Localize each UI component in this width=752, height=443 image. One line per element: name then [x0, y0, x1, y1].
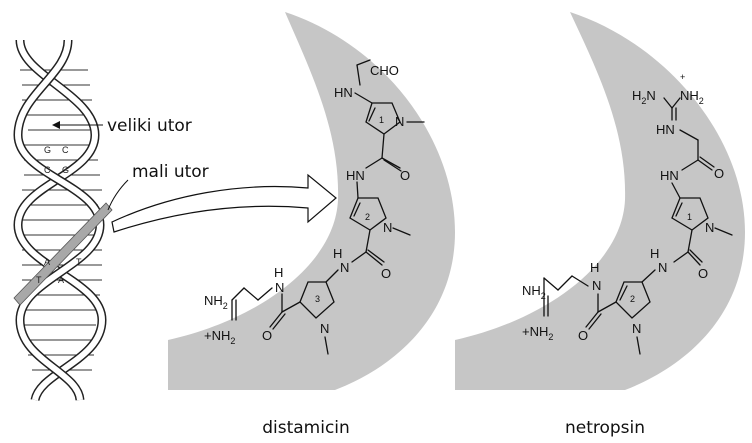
netr-o3: O [578, 328, 588, 343]
dist-n-amide: N [275, 280, 284, 295]
bp-t2: T [36, 275, 42, 285]
netr-nh2-a: NH2 [522, 283, 546, 301]
dist-hn2: HN [346, 168, 365, 183]
netr-h-amide: H [590, 260, 599, 275]
major-groove-arrowhead [52, 121, 60, 129]
bp-c2: C [44, 165, 51, 175]
dist-hn-top: HN [334, 85, 353, 100]
netr-n3: N [658, 260, 667, 275]
dist-o1: O [400, 168, 410, 183]
dist-nh2-b: +NH2 [204, 328, 235, 346]
netr-o1: O [714, 166, 724, 181]
netr-o2: O [698, 266, 708, 281]
netr-n-amide: N [592, 278, 601, 293]
dist-h-amide: H [274, 265, 283, 280]
distamycin-groove-band [168, 12, 455, 390]
netr-n1: N [705, 220, 714, 235]
dist-ring2: 2 [365, 212, 370, 222]
dist-o2: O [381, 266, 391, 281]
netr-ring1: 1 [687, 212, 692, 222]
base-pair-labels: G C C G A T T A [36, 145, 82, 285]
dist-cho: CHO [370, 63, 399, 78]
major-groove-label: veliki utor [107, 116, 192, 136]
netr-hn2: HN [660, 168, 679, 183]
dist-nh2-a: NH2 [204, 293, 228, 311]
netr-h3: H [650, 246, 659, 261]
dna-helix: G C C G A T T A [13, 39, 113, 402]
distamycin-structure: CHO HN N 1 O HN N 2 O H N 3 N [204, 59, 425, 355]
minor-groove-pointer [107, 179, 129, 211]
dist-n3: N [340, 260, 349, 275]
minor-groove-label: mali utor [132, 162, 209, 182]
caption-netropsin: netropsin [565, 418, 645, 438]
dist-h3: H [333, 246, 342, 261]
dist-n1: N [395, 114, 404, 129]
dna-minor-groove-highlight [13, 202, 113, 306]
bp-a: A [44, 257, 50, 267]
bp-g2: G [62, 165, 69, 175]
dist-n3m: N [320, 321, 329, 336]
dist-n2: N [383, 220, 392, 235]
bp-g: G [44, 145, 51, 155]
caption-distamicin: distamicin [262, 418, 350, 438]
bp-t: T [76, 257, 82, 267]
bp-a2: A [58, 275, 64, 285]
netr-plus: + [680, 72, 685, 82]
netr-nh2-top: NH2 [680, 88, 704, 106]
netr-nh2-b: +NH2 [522, 324, 553, 342]
netr-hn1: HN [656, 122, 675, 137]
dist-o3: O [262, 328, 272, 343]
dist-ring1: 1 [379, 115, 384, 125]
bp-c: C [62, 145, 69, 155]
netropsin-structure: H2N + NH2 HN O HN 1 N O H N 2 N [522, 72, 733, 355]
binding-arrow [111, 173, 337, 233]
netr-ring2: 2 [630, 294, 635, 304]
dist-ring3: 3 [315, 294, 320, 304]
netr-h2n: H2N [632, 88, 656, 106]
netr-n2m: N [632, 321, 641, 336]
